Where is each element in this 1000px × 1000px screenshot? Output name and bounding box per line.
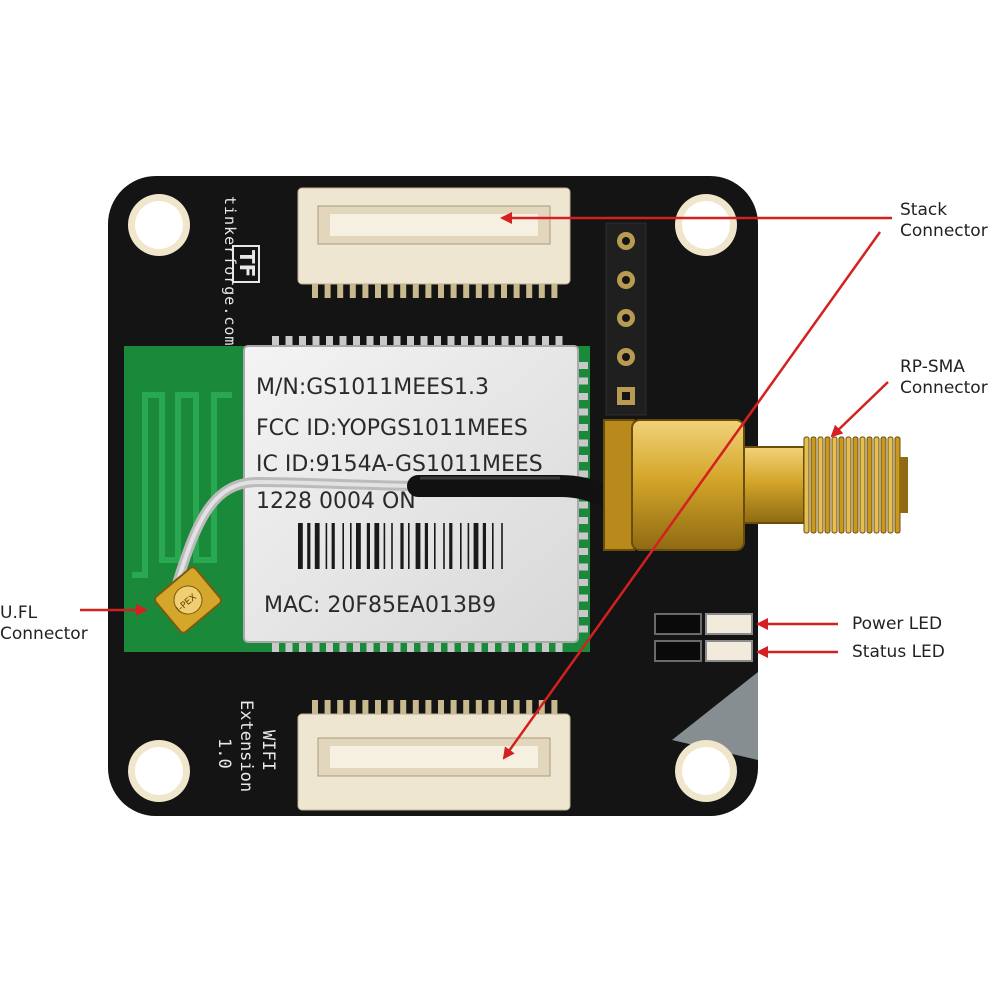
module-model-number: M/N:GS1011MEES1.3 [256,375,489,400]
ufl-connector-label-line-1: U.FL [0,603,38,623]
logo-text: TF [235,250,259,277]
rpsma-connector-label-line-2: Connector [900,378,988,398]
board-name-line-1: WIFI [258,730,278,771]
ufl-connector-label: U.FL Connector [0,603,88,645]
mounting-hole [128,740,190,802]
status-led [654,640,753,662]
stack-connector-label-line-2: Connector [900,221,988,241]
rpsma-connector [407,419,908,551]
rpsma-connector-label: RP-SMA Connector [900,357,988,399]
mounting-hole [675,740,737,802]
board-name-line-3: 1.0 [214,738,234,769]
board-name: WIFI Extension 1.0 [214,700,278,792]
stack-connector-label: Stack Connector [900,200,988,242]
status-led-label: Status LED [852,642,945,662]
module-barcode [298,523,503,569]
power-led [654,613,753,635]
mounting-hole [128,194,190,256]
callout-arrows [80,212,892,760]
tinkerforge-logo: TF [232,245,260,283]
stack-connector-top [297,187,571,298]
rpsma-arrow [830,381,889,438]
power-led-label: Power LED [852,614,943,634]
module-ic-id: IC ID:9154A-GS1011MEES [256,452,543,477]
ufl-connector: I-PEX [153,476,425,634]
brand-text: tinkerforge.com [221,196,239,346]
stack-arrow-bottom [502,231,882,760]
module-batch-code: 1228 0004 ON [256,489,416,514]
module-mac-address: MAC: 20F85EA013B9 [264,593,496,618]
ufl-connector-label-line-2: Connector [0,624,88,644]
module-fcc-id: FCC ID:YOPGS1011MEES [256,416,528,441]
stack-connector-bottom [297,700,571,811]
pin-header [605,222,647,416]
rpsma-connector-label-line-1: RP-SMA [900,357,965,377]
mounting-hole [675,194,737,256]
board-name-line-2: Extension [236,700,256,792]
stack-connector-label-line-1: Stack [900,200,948,220]
